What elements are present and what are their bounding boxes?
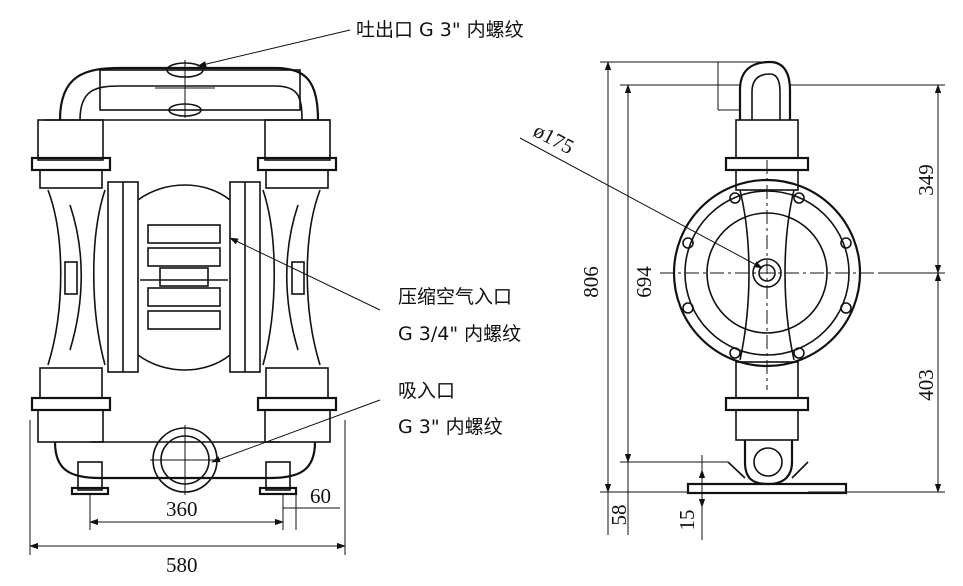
suction-label-line1: 吸入口 <box>398 380 455 402</box>
dim-overall-width: 580 <box>166 553 198 577</box>
air-inlet-leader <box>229 237 381 311</box>
pump-body <box>47 181 321 373</box>
air-inlet-label-line1: 压缩空气入口 <box>398 286 512 308</box>
side-view: 806 694 349 403 58 15 ø175 <box>519 60 945 540</box>
front-view: 360 60 580 吐出口 G 3" 内螺纹 压缩空气入口 G 3/4" 内螺… <box>29 19 524 577</box>
dim-overall-height: 806 <box>579 266 603 298</box>
side-lower-flange <box>724 396 810 412</box>
front-dimensions <box>29 420 346 555</box>
dim-bolt-spacing: 360 <box>166 497 198 521</box>
side-lower-neck <box>735 409 799 441</box>
upper-valve-blocks <box>30 119 338 189</box>
housing-bolts <box>682 192 852 359</box>
suction-manifold <box>53 425 317 496</box>
side-discharge-elbow <box>717 60 792 120</box>
air-inlet-label-line2: G 3/4" 内螺纹 <box>398 323 521 345</box>
dim-base-offset: 58 <box>607 505 631 526</box>
side-dimensions <box>519 61 945 540</box>
dim-diaphragm-diameter: ø175 <box>530 118 578 159</box>
dim-upper: 349 <box>914 164 938 196</box>
lower-valve-blocks <box>30 367 338 443</box>
dim-lower: 403 <box>914 369 938 401</box>
dim-base-thickness: 15 <box>675 510 699 531</box>
side-upper-block <box>735 119 799 159</box>
suction-label-line2: G 3" 内螺纹 <box>398 416 503 438</box>
side-diaphragm-housing <box>660 160 880 390</box>
dim-foot-width: 60 <box>310 484 331 508</box>
side-suction-elbow <box>743 440 794 486</box>
dim-port-to-port: 694 <box>632 266 656 298</box>
discharge-manifold <box>45 60 330 121</box>
outlet-leader <box>197 29 351 68</box>
outlet-label: 吐出口 G 3" 内螺纹 <box>356 19 524 41</box>
side-base-plate <box>686 461 848 495</box>
suction-leader <box>211 399 381 463</box>
